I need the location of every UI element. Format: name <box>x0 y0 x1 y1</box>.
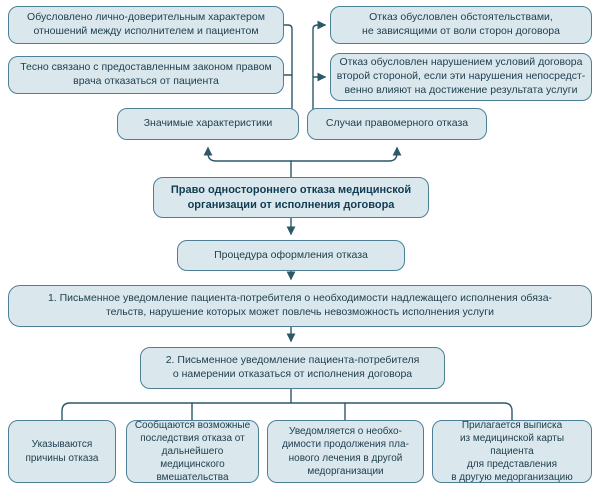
connector-main-up-right-arrow <box>290 146 402 162</box>
connector-left-spine <box>283 24 293 111</box>
node-reasons: Указываются причины отказа <box>8 420 116 483</box>
node-main-right: Право одностороннего отказа медицинской … <box>153 177 429 218</box>
node-extract: Прилагается выписка из медицинской карты… <box>432 420 592 483</box>
connector-bottom-bar <box>61 402 513 421</box>
node-breach: Отказ обусловлен нарушением условий дого… <box>330 53 592 101</box>
node-consequences: Сообщаются возможные последствия отказа … <box>126 420 259 483</box>
node-lawful-cases: Случаи правомерного отказа <box>307 108 487 140</box>
node-continuation: Уведомляется о необхо- димости продолжен… <box>267 420 424 483</box>
node-circumstances: Отказ обусловлен обстоятельствами, не за… <box>330 6 592 44</box>
connector-main-up-left-arrow <box>203 146 292 162</box>
node-step1: 1. Письменное уведомление пациента-потре… <box>8 285 592 327</box>
node-personal-trust: Обусловлено лично-доверительным характер… <box>8 6 284 44</box>
node-characteristics: Значимые характеристики <box>117 108 299 140</box>
node-doctor-right: Тесно связано с предоставленным законом … <box>8 56 284 94</box>
connector-right-spine-arrow-top <box>312 20 327 111</box>
node-procedure: Процедура оформления отказа <box>177 240 405 271</box>
node-step2: 2. Письменное уведомление пациента-потре… <box>140 347 445 389</box>
